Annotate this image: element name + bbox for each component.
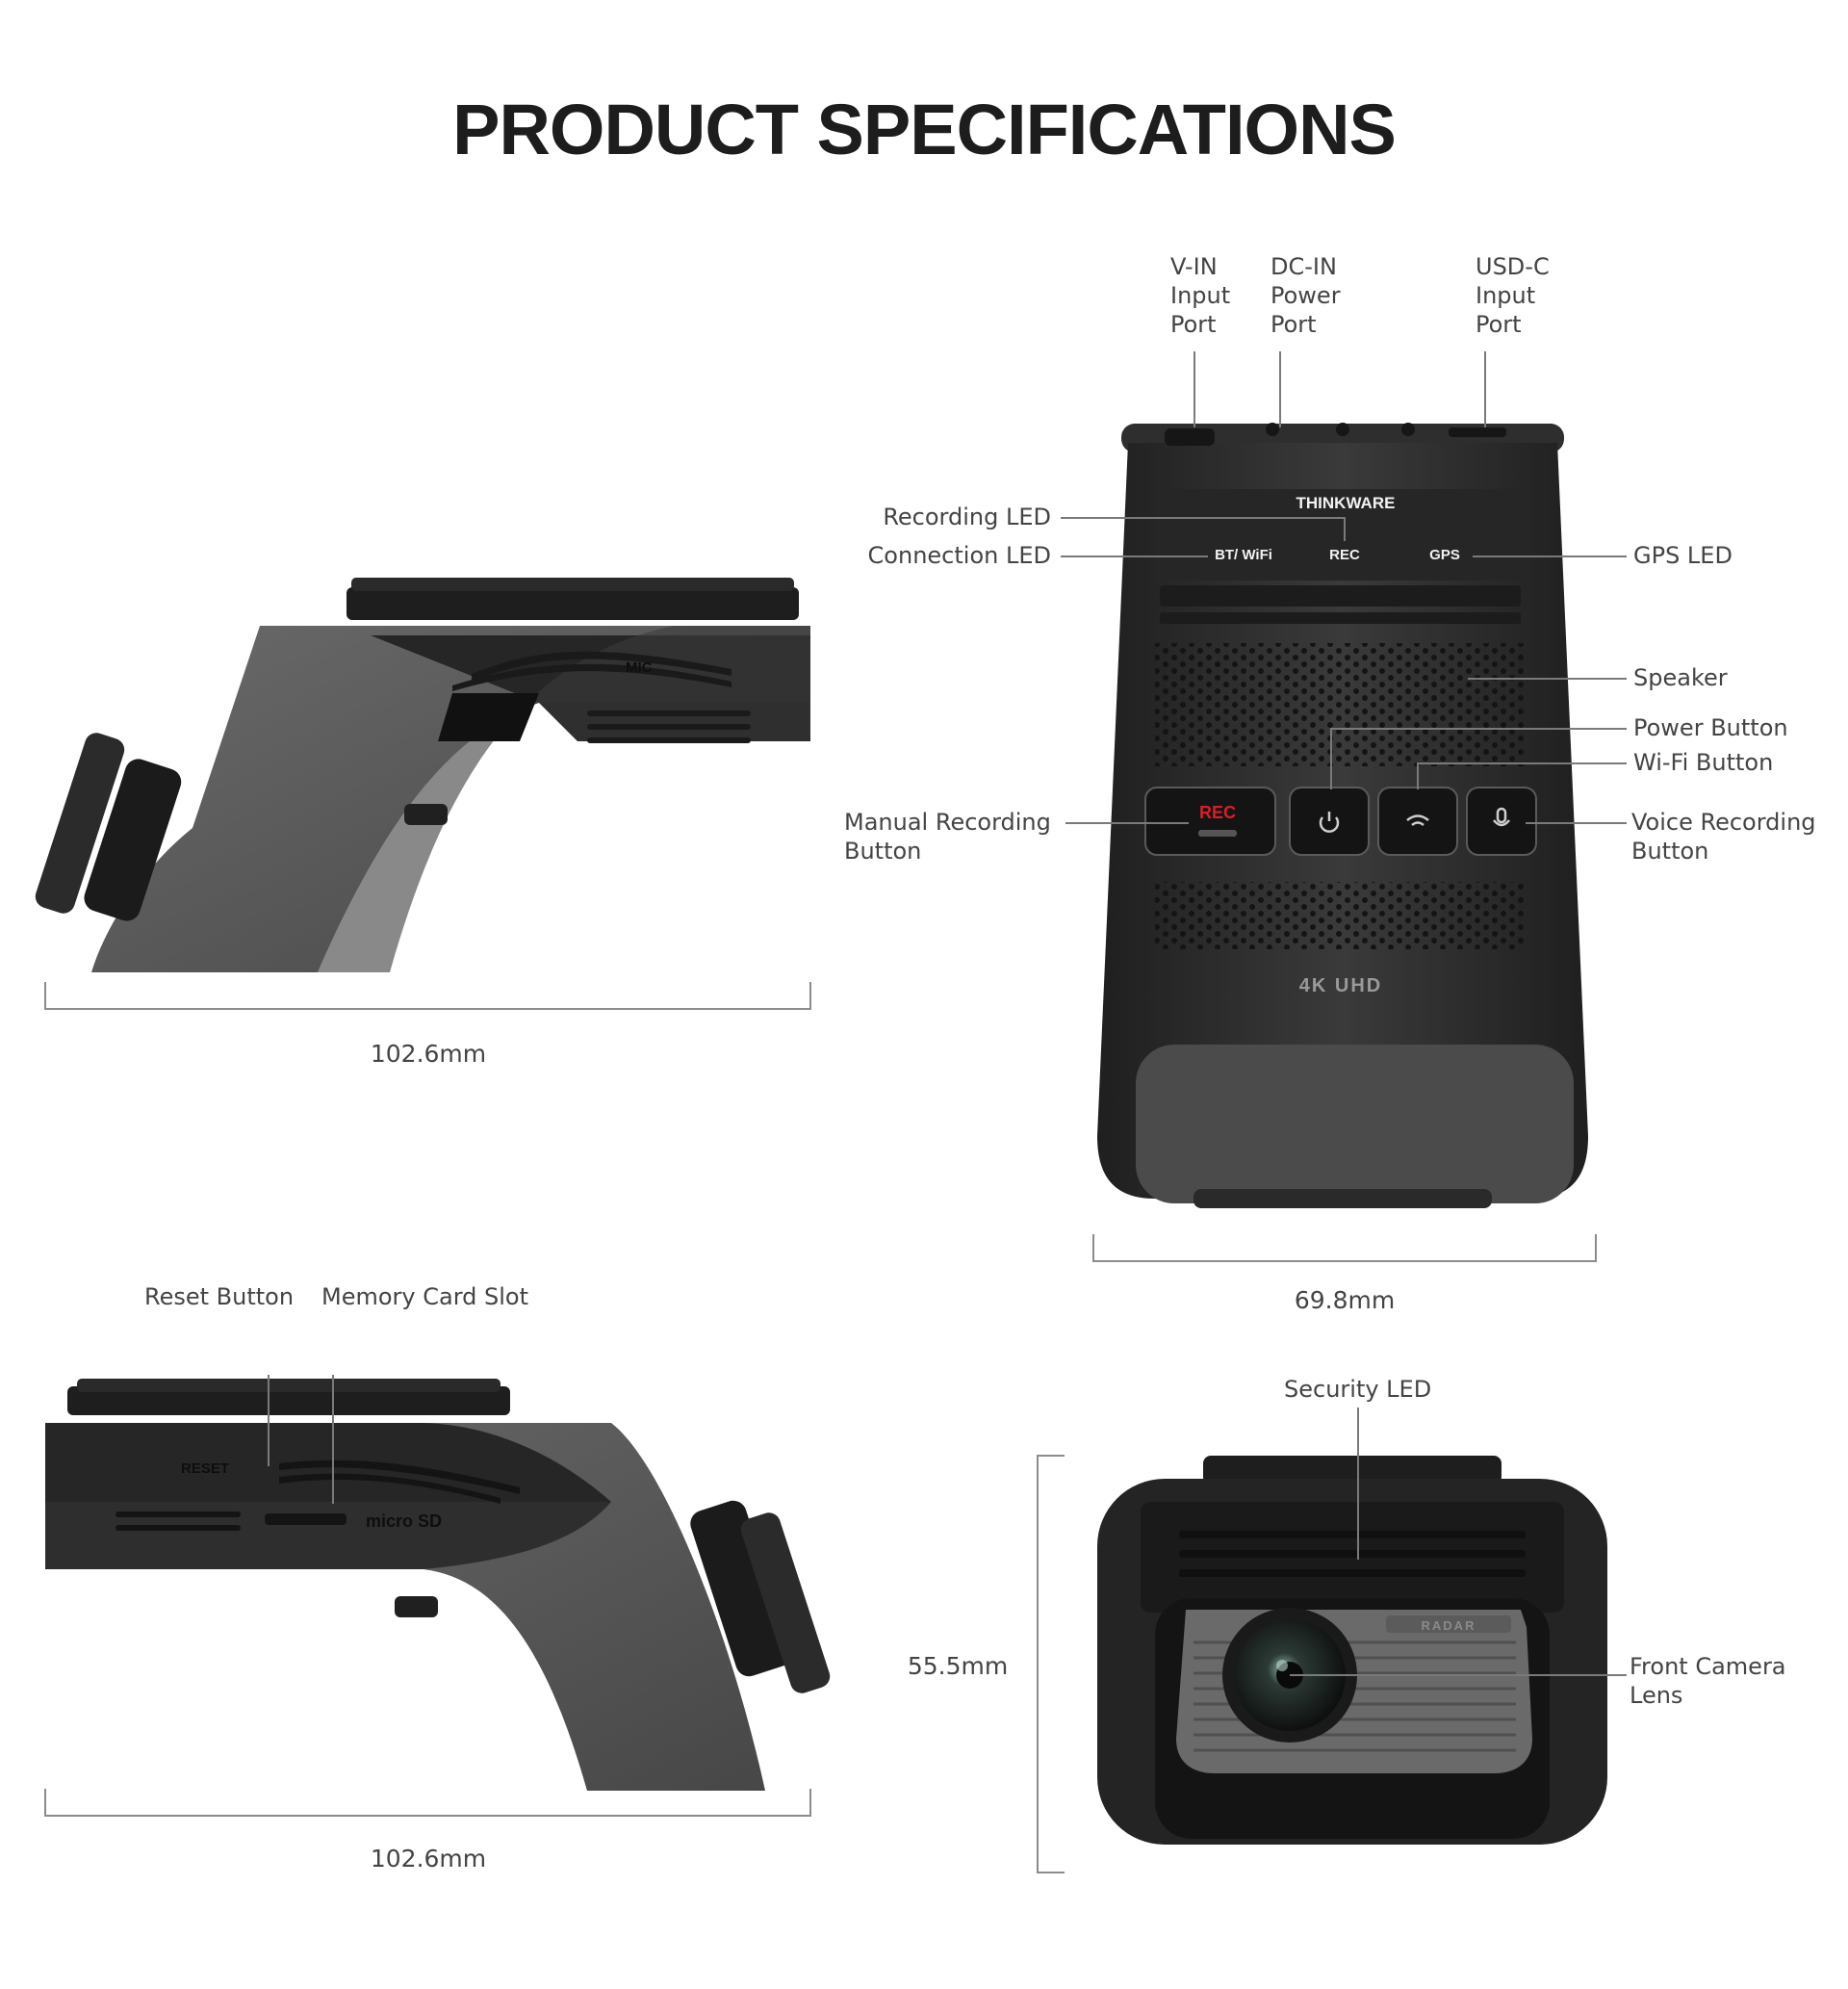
front-view: REC THINKWARE BT/ WiFi REC GPS 4K UHD: [1097, 423, 1588, 1208]
mic-text: MIC: [626, 659, 653, 676]
mic-icon: [1496, 807, 1507, 824]
leader-lines: [268, 351, 1627, 1676]
power-icon: [1319, 816, 1340, 833]
dimension-side-bottom: 102.6mm: [370, 1845, 487, 1873]
reset-text: RESET: [181, 1460, 229, 1477]
label-security-led: Security LED: [1284, 1376, 1432, 1403]
label-connection-led: Connection LED: [867, 542, 1051, 569]
dimension-side-top: 102.6mm: [370, 1040, 487, 1068]
label-memory-card-slot: Memory Card Slot: [321, 1283, 529, 1310]
led-rec-text: REC: [1329, 547, 1360, 563]
label-usbc-port: USD-C Input Port: [1476, 253, 1550, 338]
wifi-icon: [1406, 814, 1429, 821]
label-dcin-port: DC-IN Power Port: [1270, 253, 1341, 338]
dimension-line-lens-height: [1037, 1455, 1065, 1873]
label-gps-led: GPS LED: [1633, 542, 1732, 569]
label-front-camera-lens: Front Camera Lens: [1630, 1653, 1786, 1709]
label-reset-button: Reset Button: [144, 1283, 295, 1310]
dimension-line-front: [1092, 1234, 1597, 1262]
label-manual-recording-button: Manual Recording Button: [844, 809, 1051, 865]
label-wifi-button: Wi-Fi Button: [1633, 749, 1774, 776]
page-title: PRODUCT SPECIFICATIONS: [452, 90, 1397, 169]
lens-view: RADAR: [1097, 1456, 1607, 1845]
brand-text: THINKWARE: [1296, 494, 1396, 512]
resolution-text: 4K UHD: [1299, 975, 1382, 996]
label-voice-recording-button: Voice Recording Button: [1631, 809, 1816, 865]
dimension-line-side-bottom: [44, 1789, 811, 1817]
led-gps-text: GPS: [1429, 547, 1460, 563]
dimension-lens-height: 55.5mm: [907, 1652, 1009, 1680]
side-view-top: MIC: [35, 578, 810, 972]
label-power-button: Power Button: [1633, 714, 1788, 741]
microsd-text: micro SD: [366, 1511, 442, 1531]
radar-text: RADAR: [1422, 1618, 1476, 1633]
label-speaker: Speaker: [1633, 664, 1728, 691]
side-view-bottom: RESET micro SD: [45, 1379, 831, 1791]
label-recording-led: Recording LED: [883, 504, 1051, 530]
led-bt-text: BT/ WiFi: [1215, 547, 1272, 563]
rec-button-text: REC: [1199, 803, 1236, 822]
dimension-line-side-top: [44, 982, 811, 1010]
dimension-front-width: 69.8mm: [1294, 1286, 1396, 1314]
label-vin-port: V-IN Input Port: [1170, 253, 1231, 338]
